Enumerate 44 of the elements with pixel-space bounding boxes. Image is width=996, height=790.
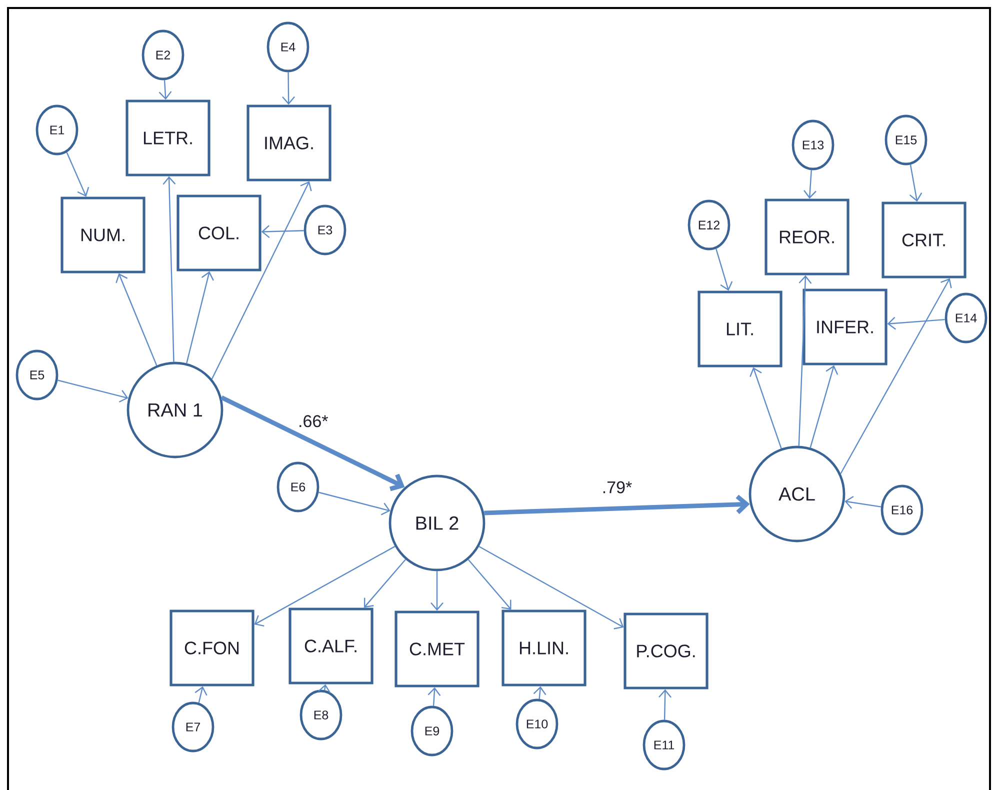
arrow	[484, 494, 750, 516]
arrow	[211, 181, 312, 380]
arrow	[220, 396, 405, 492]
observed-variable-box: LETR.	[126, 100, 210, 176]
observed-variable-box: C.FON	[170, 610, 254, 686]
arrow	[478, 546, 624, 630]
arrow	[468, 559, 512, 610]
arrow	[798, 275, 812, 446]
observed-variable-box: CRIT.	[882, 202, 966, 278]
observed-variable-box: P.COG.	[624, 612, 708, 690]
edge-label: .79*	[600, 480, 634, 494]
arrow	[750, 367, 782, 449]
observed-variable-box: REOR.	[764, 198, 850, 276]
arrow	[194, 686, 208, 703]
arrow	[804, 170, 816, 199]
arrow	[254, 546, 396, 627]
observed-variable-box: C.MET	[394, 610, 480, 688]
arrow	[658, 689, 672, 720]
arrow	[716, 248, 733, 291]
arrow	[428, 687, 441, 706]
observed-variable-box: LIT.	[698, 290, 782, 368]
observed-variable-box: INFER.	[802, 288, 888, 366]
arrow	[58, 380, 128, 403]
arrow	[162, 176, 176, 362]
arrow	[158, 80, 172, 100]
arrow	[909, 164, 922, 202]
arrow	[364, 559, 406, 608]
arrow	[261, 225, 304, 238]
arrow	[840, 278, 952, 474]
arrow	[887, 316, 945, 330]
arrow	[318, 492, 390, 516]
edge-label: .66*	[297, 414, 330, 428]
observed-variable-box: NUM.	[60, 196, 146, 274]
observed-variable-box: IMAG.	[246, 104, 332, 182]
arrow	[116, 273, 158, 366]
arrow	[430, 571, 444, 611]
observed-variable-box: H.LIN.	[502, 610, 586, 686]
arrow	[66, 152, 90, 197]
arrow	[844, 496, 882, 509]
observed-variable-box: COL.	[176, 194, 262, 272]
observed-variable-box: C.ALF.	[288, 608, 374, 684]
arrow	[810, 365, 838, 448]
arrow	[282, 72, 295, 105]
arrow	[186, 271, 214, 364]
